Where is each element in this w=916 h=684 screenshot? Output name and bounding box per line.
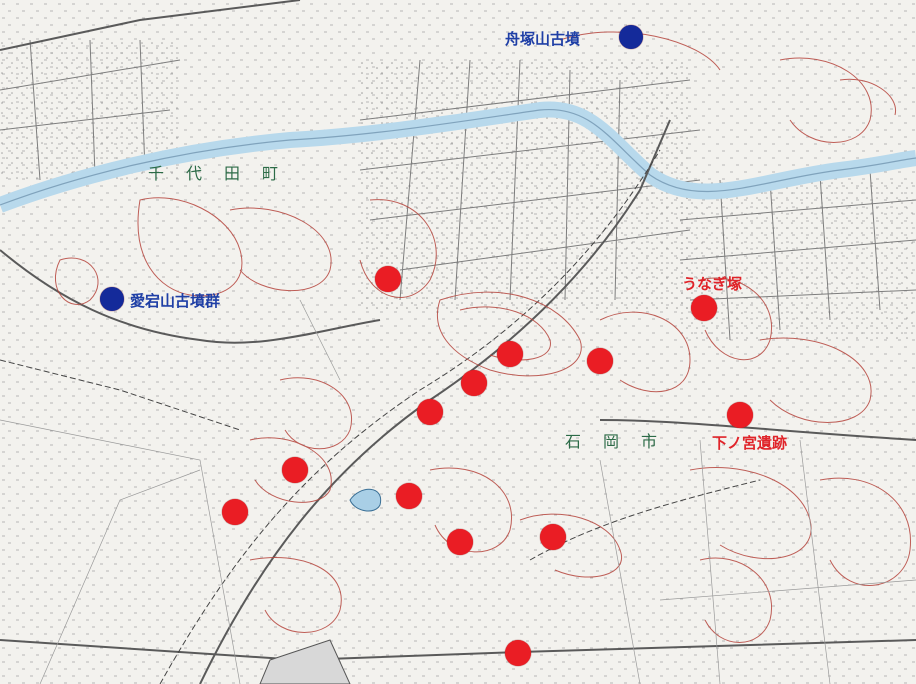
site-marker-red-circle-icon[interactable] xyxy=(540,524,566,550)
shimonomiya-marker-red-circle-icon[interactable] xyxy=(727,402,753,428)
site-marker-red-circle-icon[interactable] xyxy=(497,341,523,367)
atago-marker-blue-circle-icon[interactable] xyxy=(100,287,124,311)
unagizuka-label: うなぎ塚 xyxy=(682,275,743,293)
funazuka-label: 舟塚山古墳 xyxy=(505,30,581,48)
site-marker-red-circle-icon[interactable] xyxy=(396,483,422,509)
atago-label: 愛宕山古墳群 xyxy=(130,292,221,310)
site-marker-red-circle-icon[interactable] xyxy=(375,266,401,292)
building-block xyxy=(259,639,351,684)
site-marker-red-circle-icon[interactable] xyxy=(282,457,308,483)
ishioka-city-label: 石岡市 xyxy=(565,432,680,451)
shimonomiya-label: 下ノ宮遺跡 xyxy=(712,434,788,452)
site-marker-red-circle-icon[interactable] xyxy=(461,370,487,396)
site-marker-red-circle-icon[interactable] xyxy=(587,348,613,374)
paddy-grid xyxy=(0,39,916,341)
unagizuka-marker-red-circle-icon[interactable] xyxy=(691,295,717,321)
chiyoda-town-label: 千代田町 xyxy=(148,164,301,183)
site-marker-red-circle-icon[interactable] xyxy=(417,399,443,425)
site-marker-red-circle-icon[interactable] xyxy=(505,640,531,666)
funazuka-marker-blue-circle-icon[interactable] xyxy=(619,25,643,49)
site-marker-red-circle-icon[interactable] xyxy=(222,499,248,525)
site-marker-red-circle-icon[interactable] xyxy=(447,529,473,555)
